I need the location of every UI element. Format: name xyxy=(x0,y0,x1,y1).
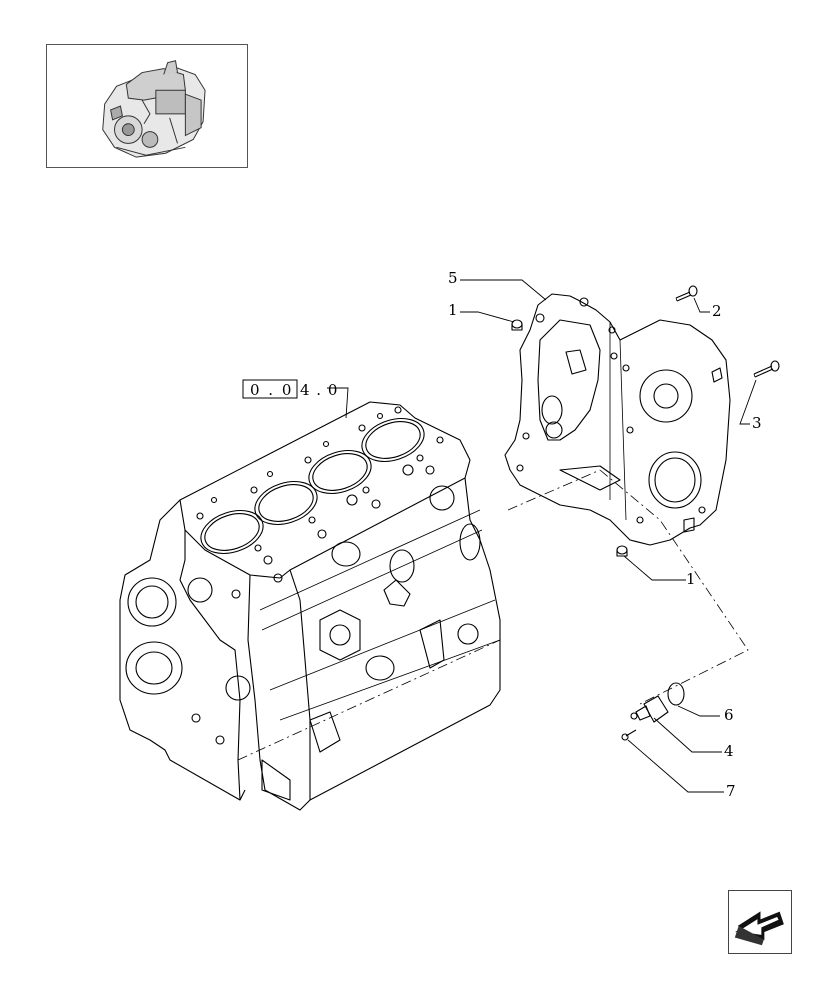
o-ring-6 xyxy=(667,682,685,706)
bolt-3 xyxy=(753,360,780,378)
plug-top xyxy=(511,319,523,331)
section-reference-boxed: 0 . 0 xyxy=(250,381,293,399)
callout-2[interactable]: 2 xyxy=(712,302,722,320)
callout-5[interactable]: 5 xyxy=(448,269,458,287)
gear-housing-cover xyxy=(504,293,731,546)
previous-page-button[interactable] xyxy=(728,890,792,954)
callout-4[interactable]: 4 xyxy=(724,742,734,760)
section-reference[interactable]: 0 . 0 4 . 0 xyxy=(242,379,338,399)
plug-bottom xyxy=(616,545,628,557)
sensor-4 xyxy=(630,695,669,723)
engine-thumbnail[interactable] xyxy=(46,44,248,168)
callout-1-top[interactable]: 1 xyxy=(448,301,458,319)
screw-7 xyxy=(621,729,637,741)
leader-lines xyxy=(327,279,757,793)
callout-7[interactable]: 7 xyxy=(726,782,736,800)
callout-1-bottom[interactable]: 1 xyxy=(686,570,696,588)
bolt-2 xyxy=(675,285,698,302)
callout-6[interactable]: 6 xyxy=(724,706,734,724)
previous-page-arrow-icon xyxy=(734,911,784,946)
section-reference-suffix: 4 . 0 xyxy=(300,381,338,399)
callout-3[interactable]: 3 xyxy=(752,414,762,432)
engine-icon xyxy=(102,60,206,158)
engine-block xyxy=(119,401,501,811)
